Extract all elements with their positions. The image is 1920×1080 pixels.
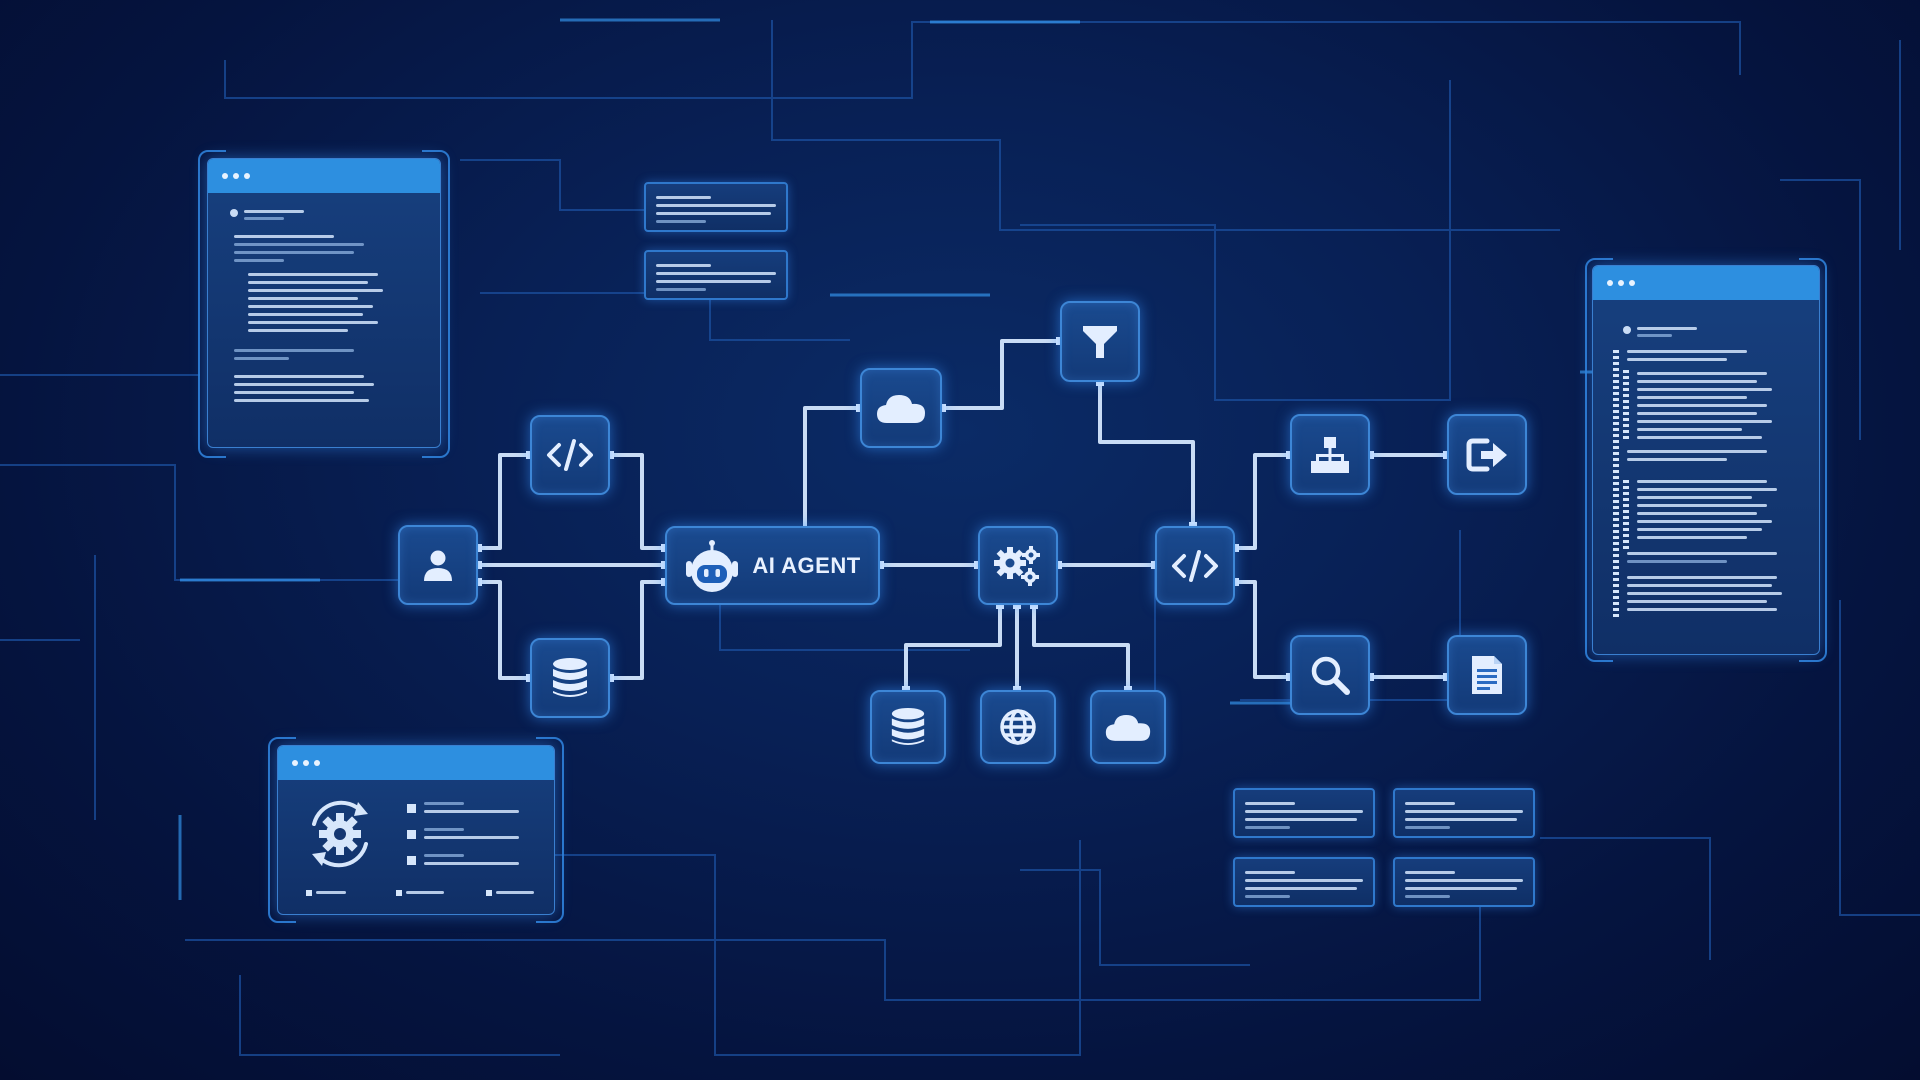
info-card [644,182,788,232]
cloud-icon [1105,715,1151,741]
code-window-top-left [207,158,441,448]
cloud-node-top[interactable] [860,368,942,448]
info-card [1393,788,1535,838]
settings-window-bottom-left [277,745,555,915]
export-node[interactable] [1447,414,1527,495]
window-titlebar [278,746,554,780]
search-icon [1311,656,1350,695]
database-icon [891,708,925,746]
user-node[interactable] [398,525,478,605]
database-node-bottom[interactable] [870,690,946,764]
cloud-icon [877,395,925,423]
search-node[interactable] [1290,635,1370,715]
info-card [1233,788,1375,838]
info-card [1393,857,1535,907]
document-node[interactable] [1447,635,1527,715]
robot-icon [686,539,739,592]
export-icon [1466,438,1507,471]
window-titlebar [208,159,440,193]
hierarchy-node[interactable] [1290,414,1370,495]
info-card [1233,857,1375,907]
document-icon [1472,656,1502,694]
ai-agent-node[interactable]: AI AGENT [665,526,880,605]
filter-node[interactable] [1060,301,1140,382]
globe-icon [1000,709,1036,745]
globe-node[interactable] [980,690,1056,764]
ai-agent-label: AI AGENT [752,552,861,578]
code-node-left[interactable] [530,415,610,495]
user-icon [424,550,452,581]
code-icon [1172,549,1218,582]
window-titlebar [1593,266,1819,300]
code-node-right[interactable] [1155,526,1235,605]
database-icon [553,658,587,697]
gear-refresh-icon [312,800,368,868]
settings-node[interactable] [978,526,1058,605]
info-card [644,250,788,300]
cloud-node-bottom[interactable] [1090,690,1166,764]
gears-icon [994,545,1040,586]
code-window-right [1592,265,1820,655]
sitemap-icon [1311,436,1349,473]
database-node-left[interactable] [530,638,610,718]
code-icon [547,439,593,471]
filter-icon [1083,325,1117,358]
